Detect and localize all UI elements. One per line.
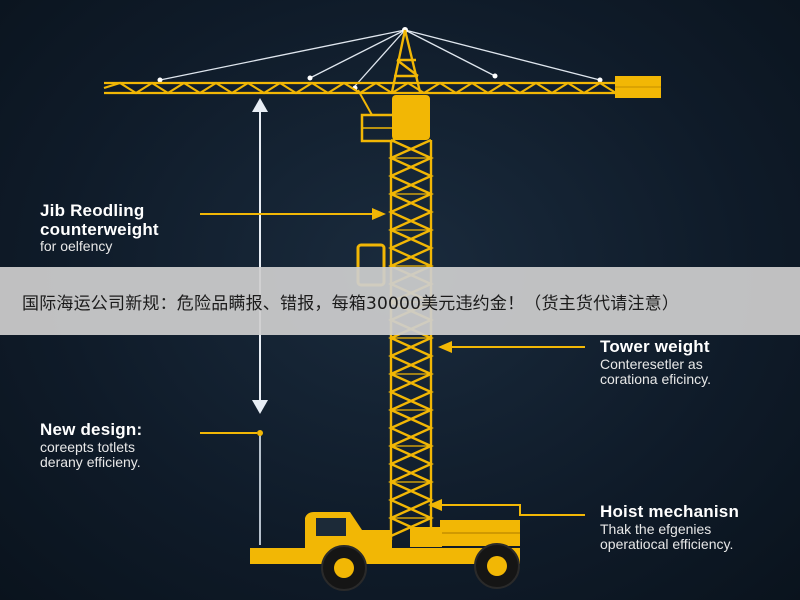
hoist-title: Hoist mechanisn [600,502,740,521]
jib-title-line1: Jib Reodling [40,201,145,220]
new-design-subtitle-line1: coreepts totlets [40,438,135,455]
callout-arrows [200,208,585,516]
jib-subtitle: for oelfency [40,238,113,255]
support-cables [159,29,601,87]
tower-title: Tower weight [600,337,710,356]
new-design-title: New design: [40,420,143,439]
jib-arm [103,81,620,95]
jib-counterweight-label: Jib Reodling counterweight for oelfency [40,201,159,255]
height-measure-arrow [252,98,268,545]
wheels [321,543,520,591]
headline-text: 国际海运公司新规：危险品瞒报、错报，每箱30000美元违约金！（货主货代请注意） [22,294,680,314]
tower-subtitle-line1: Conteresetler as [600,355,703,372]
headline-banner [0,267,800,335]
hoist-subtitle-line1: Thak the efgenies [600,520,712,537]
tower-weight-label: Tower weight Conteresetler as corationa … [600,337,712,388]
new-design-subtitle-line2: derany efficieny. [40,454,141,471]
slewing-unit [392,95,430,140]
mobile-base [250,512,520,564]
tower-mast [388,138,434,540]
jib-title-line2: counterweight [40,219,159,239]
crane-apex [390,29,422,93]
hoist-subtitle-line2: operatiocal efficiency. [600,536,734,553]
new-design-label: New design: coreepts totlets derany effi… [40,420,143,471]
hoist-mechanism-label: Hoist mechanisn Thak the efgenies operat… [600,502,740,553]
mast-rungs [391,157,431,519]
tower-subtitle-line2: corationa eficincy. [600,371,712,388]
